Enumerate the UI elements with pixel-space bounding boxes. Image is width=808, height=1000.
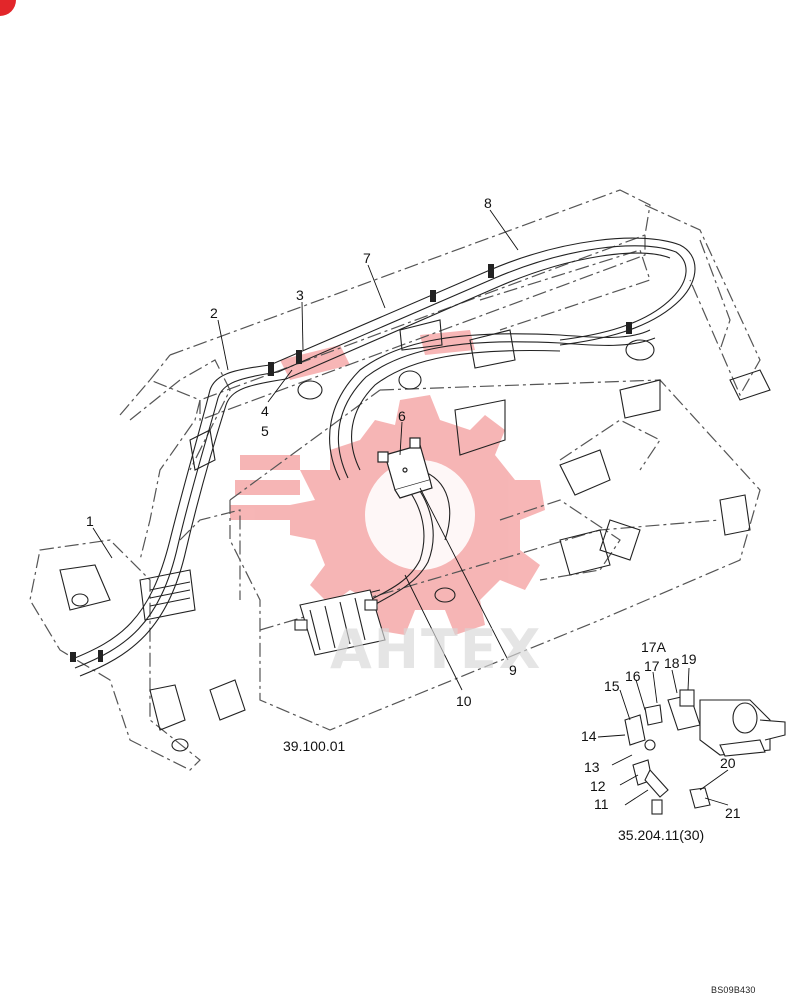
fitting-details xyxy=(624,689,786,815)
callout-12: 12 xyxy=(590,778,606,794)
callout-5: 5 xyxy=(261,423,269,439)
callout-10: 10 xyxy=(456,693,472,709)
callout-2: 2 xyxy=(210,305,218,321)
callout-19: 19 xyxy=(681,651,697,667)
reference-detail: 35.204.11(30) xyxy=(618,827,705,843)
callout-17: 17 xyxy=(644,658,660,674)
hose-clamps xyxy=(70,264,632,662)
valve-block xyxy=(377,437,433,499)
callout-4: 4 xyxy=(261,403,269,419)
drawing-code: BS09B430 xyxy=(711,985,756,995)
leader-lines xyxy=(92,209,729,806)
callout-14: 14 xyxy=(581,728,597,744)
callout-6: 6 xyxy=(398,408,406,424)
watermark-text: AHTEX xyxy=(330,618,543,681)
callout-18: 18 xyxy=(664,655,680,671)
callout-21: 21 xyxy=(725,805,741,821)
callout-15: 15 xyxy=(604,678,620,694)
hose-lines xyxy=(69,237,696,677)
callout-16: 16 xyxy=(625,668,641,684)
callout-11: 11 xyxy=(594,796,609,812)
control-valve-bank xyxy=(294,589,386,656)
reference-main: 39.100.01 xyxy=(283,738,346,754)
callout-9: 9 xyxy=(509,662,517,678)
callout-8: 8 xyxy=(484,195,492,211)
callout-1: 1 xyxy=(86,513,94,529)
callout-20: 20 xyxy=(720,755,736,771)
callout-13: 13 xyxy=(584,759,600,775)
callout-17a: 17A xyxy=(641,639,666,655)
callout-7: 7 xyxy=(363,250,371,266)
corner-badge xyxy=(0,0,16,16)
callout-3: 3 xyxy=(296,287,304,303)
watermark-logo xyxy=(230,330,545,635)
